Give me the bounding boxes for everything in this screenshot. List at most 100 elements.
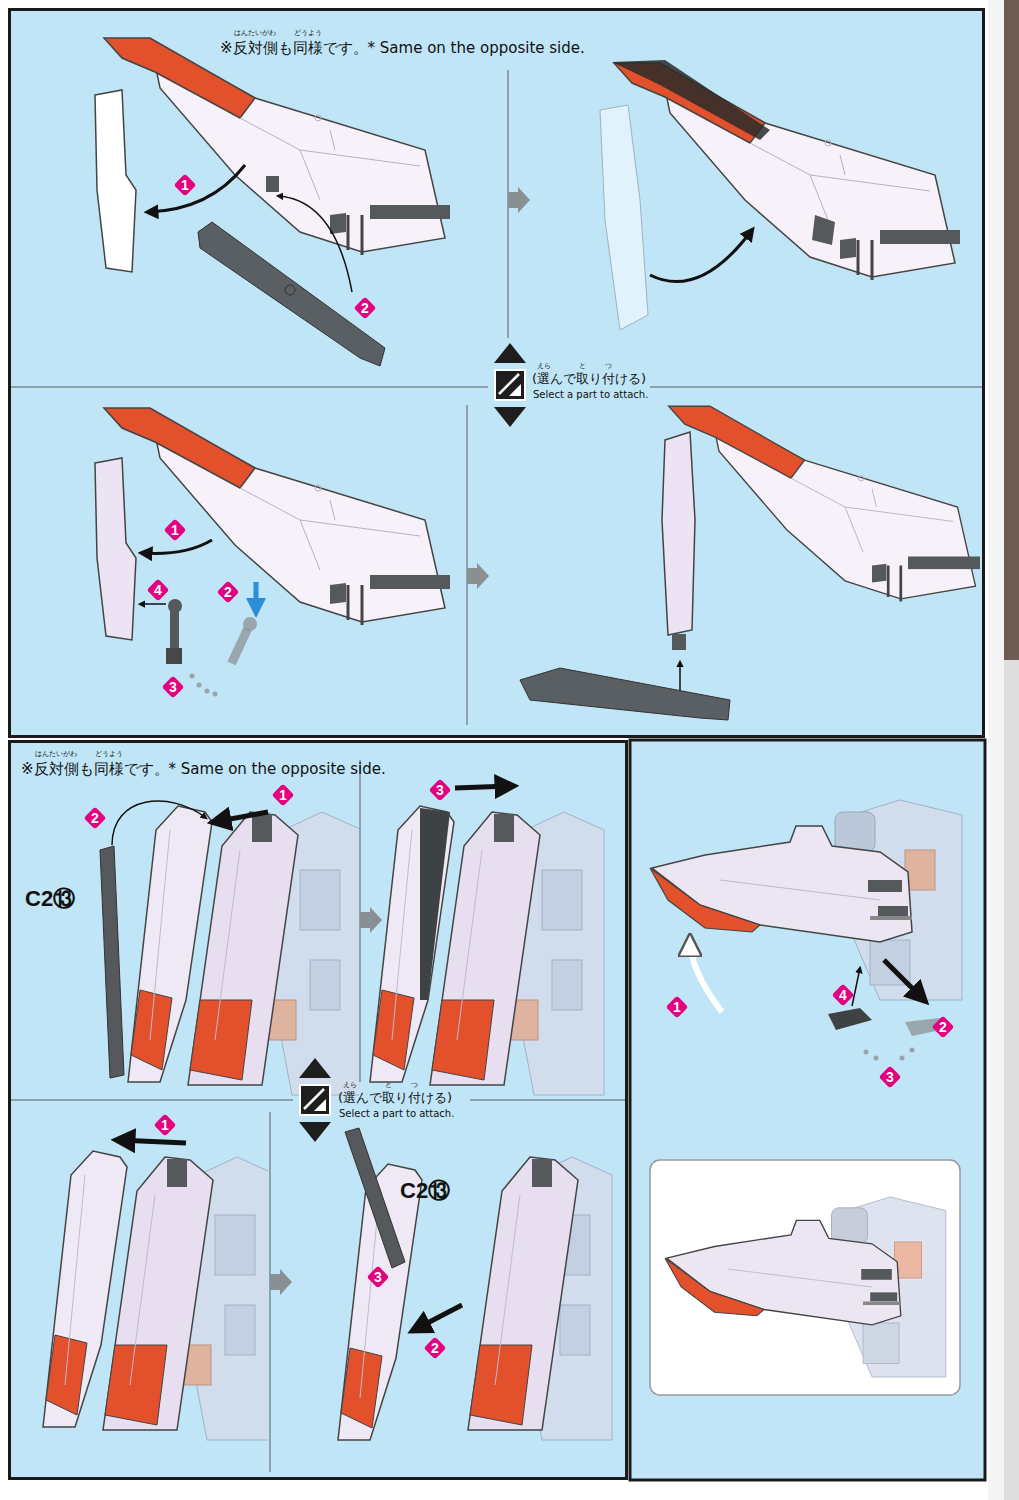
illustration-shape bbox=[494, 343, 526, 427]
illustration-shape bbox=[95, 458, 136, 640]
illustration-shape bbox=[864, 1050, 869, 1055]
illustration-shape bbox=[269, 1112, 271, 1472]
callout-number: 1 bbox=[272, 784, 294, 806]
illustration-shape bbox=[650, 1160, 960, 1395]
furigana: どうよう bbox=[294, 30, 322, 37]
illustration-shape bbox=[600, 105, 648, 330]
callout-number: 3 bbox=[162, 676, 184, 698]
illustration-shape bbox=[205, 689, 210, 694]
illustration-shape bbox=[650, 230, 752, 282]
illustration-shape bbox=[669, 406, 980, 601]
illustration-shape bbox=[650, 826, 912, 942]
furigana: はんたいがわ bbox=[234, 30, 276, 37]
furigana: と bbox=[579, 363, 586, 370]
part-number: C2⑬ bbox=[25, 888, 75, 910]
illustration-shape bbox=[266, 176, 279, 192]
illustration-shape bbox=[665, 1197, 946, 1377]
illustration-shape bbox=[270, 1269, 292, 1295]
select-note: (選んで取り付ける) bbox=[338, 1091, 452, 1104]
illustration-shape bbox=[104, 408, 450, 625]
callout-number: 1 bbox=[174, 174, 196, 196]
panel-frame: ※反対側も同様です。* Same on the opposite side. bbox=[8, 8, 985, 738]
illustration-shape bbox=[100, 846, 124, 1078]
illustration-shape bbox=[414, 1305, 462, 1330]
illustration-shape bbox=[900, 1056, 905, 1061]
illustration-shape bbox=[650, 386, 982, 388]
illustration-shape bbox=[467, 563, 489, 589]
illustration-shape bbox=[812, 215, 835, 245]
illustration-shape bbox=[370, 786, 604, 1095]
illustration-shape bbox=[100, 801, 359, 1095]
illustration-shape bbox=[148, 165, 245, 212]
callout-number: 1 bbox=[154, 1114, 176, 1136]
callout-number: 4 bbox=[147, 579, 169, 601]
illustration-shape bbox=[612, 60, 770, 140]
callout-number: 3 bbox=[367, 1266, 389, 1288]
callout-number: 4 bbox=[832, 984, 854, 1006]
illustration-shape bbox=[665, 1220, 901, 1324]
illustration-shape bbox=[227, 627, 251, 665]
callout-number: 1 bbox=[164, 519, 186, 541]
illustration-shape bbox=[198, 222, 385, 366]
illustration-shape bbox=[466, 405, 468, 725]
illustration-shape bbox=[884, 960, 924, 1000]
callout-number: 2 bbox=[354, 297, 376, 319]
callout-number: 2 bbox=[424, 1337, 446, 1359]
furigana: えら bbox=[537, 363, 551, 370]
illustration-shape bbox=[690, 940, 722, 1012]
illustration-shape bbox=[455, 786, 512, 788]
illustration-shape bbox=[360, 907, 382, 933]
illustration-shape bbox=[852, 968, 860, 1006]
illustration-shape bbox=[140, 603, 166, 605]
illustration-shape bbox=[508, 187, 530, 213]
illustration-shape bbox=[1004, 0, 1019, 660]
furigana: えら bbox=[343, 1082, 357, 1089]
illustration-shape bbox=[874, 1056, 879, 1061]
illustration-shape bbox=[168, 599, 182, 613]
illustration-shape bbox=[43, 1140, 268, 1440]
illustration-shape bbox=[104, 38, 450, 255]
callout-number: 3 bbox=[879, 1066, 901, 1088]
illustration-shape bbox=[278, 196, 352, 292]
illustration-shape bbox=[112, 801, 206, 845]
illustration-shape bbox=[213, 692, 218, 697]
illustration-shape bbox=[470, 1099, 625, 1101]
select-note-en: Select a part to attach. bbox=[533, 390, 648, 400]
callout-number: 2 bbox=[932, 1016, 954, 1038]
illustration-shape bbox=[430, 812, 540, 1085]
illustration-shape bbox=[679, 662, 681, 690]
illustration-shape bbox=[614, 63, 960, 280]
illustration-shape bbox=[11, 1099, 293, 1101]
illustration-shape bbox=[118, 1140, 186, 1143]
illustration-shape bbox=[338, 1128, 612, 1440]
select-note: (選んで取り付ける) bbox=[532, 372, 646, 385]
illustration-shape bbox=[672, 634, 686, 650]
panel-frame bbox=[630, 740, 985, 1480]
note-text: ※反対側も同様です。* Same on the opposite side. bbox=[21, 761, 386, 778]
callout-number: 1 bbox=[666, 996, 688, 1018]
illustration-shape bbox=[243, 617, 257, 631]
illustration-shape bbox=[254, 582, 259, 612]
illustration-shape bbox=[11, 386, 488, 388]
callout-number: 2 bbox=[217, 581, 239, 603]
illustration-shape bbox=[864, 1048, 915, 1061]
callout-number: 3 bbox=[429, 779, 451, 801]
illustration-shape bbox=[103, 1157, 213, 1430]
illustration-shape bbox=[1004, 660, 1019, 1500]
illustration-shape bbox=[95, 90, 136, 272]
divider-lines bbox=[11, 70, 982, 1472]
illustration-shape bbox=[910, 1048, 915, 1053]
furigana: つ bbox=[411, 1082, 418, 1089]
furigana: と bbox=[385, 1082, 392, 1089]
illustration-shape bbox=[299, 1058, 331, 1142]
panel-frame: ※反対側も同様です。* Same on the opposite side. bbox=[8, 740, 628, 1480]
illustration-shape bbox=[188, 812, 298, 1085]
illustration-shape bbox=[142, 540, 212, 553]
illustration-shape bbox=[170, 610, 179, 650]
illustration-shape bbox=[828, 1008, 872, 1030]
furigana: どうよう bbox=[95, 751, 123, 758]
illustration-shape bbox=[8, 740, 628, 1480]
